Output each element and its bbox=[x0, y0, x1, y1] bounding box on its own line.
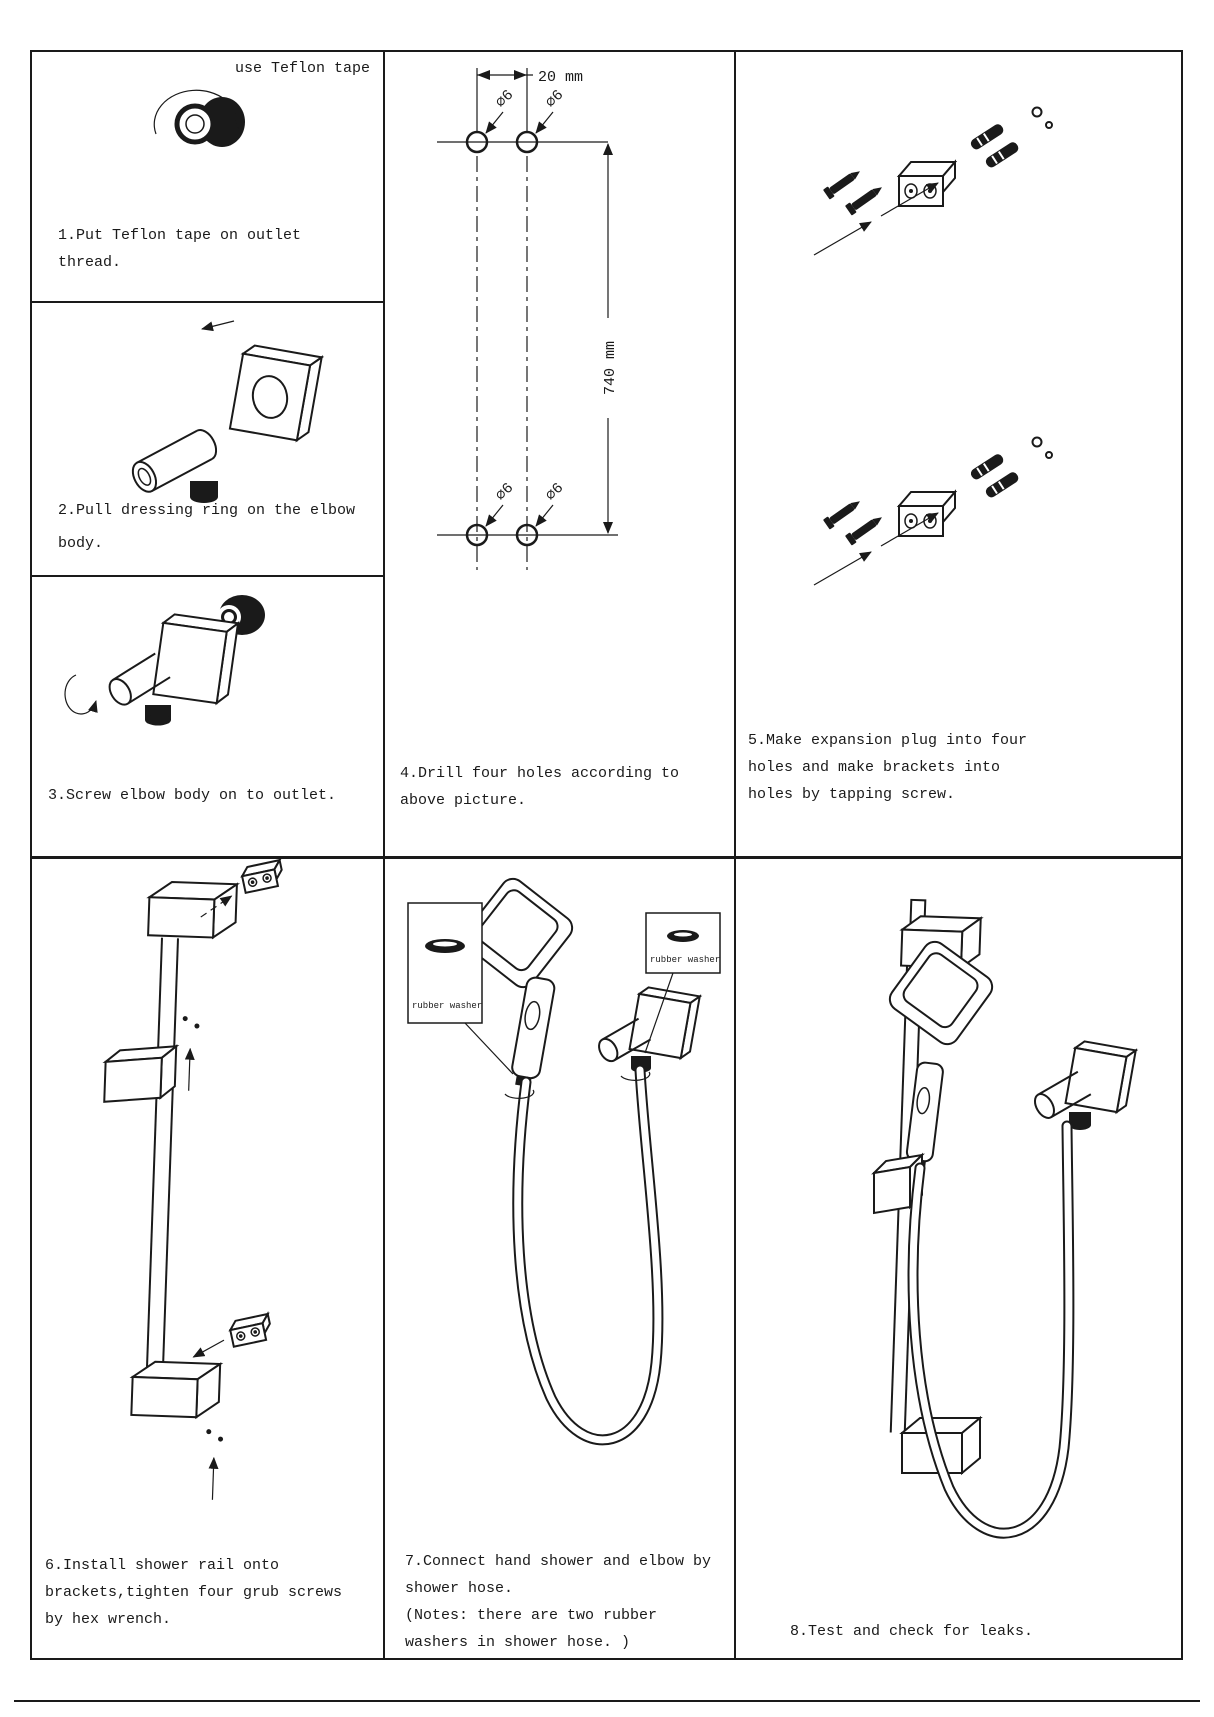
grub-screw-dot bbox=[206, 1429, 212, 1435]
width-dimension: 20 mm bbox=[476, 68, 583, 132]
insert-arrow bbox=[813, 221, 872, 256]
grub-screw-dot bbox=[194, 1023, 200, 1029]
grub-screw-dot bbox=[182, 1016, 188, 1022]
elbow-cylinder bbox=[108, 652, 171, 706]
hardware-kit-group bbox=[813, 106, 1053, 256]
up-arrow bbox=[184, 1047, 195, 1091]
step8-caption: 8.Test and check for leaks. bbox=[790, 1623, 1034, 1640]
rail-slider bbox=[102, 1044, 180, 1103]
cell1-divider bbox=[30, 301, 383, 303]
dim-height-label: 740 mm bbox=[602, 341, 619, 395]
swivel-arrow bbox=[504, 1089, 535, 1099]
hand-shower-head bbox=[888, 940, 994, 1046]
step2-caption: 2.Pull dressing ring on the elbow body. bbox=[58, 502, 356, 552]
washer-label-right: rubber washer bbox=[650, 955, 720, 965]
threaded-outlet bbox=[145, 705, 171, 726]
washer-callout-right: rubber washer bbox=[644, 912, 721, 1054]
page-bottom-rule bbox=[14, 1700, 1200, 1702]
wall-bracket bbox=[228, 1311, 271, 1348]
hole-label-3: ∅6 bbox=[493, 480, 518, 505]
wall-elbow-body bbox=[1033, 1070, 1092, 1119]
elbow-body bbox=[131, 429, 218, 503]
hand-shower-handle bbox=[905, 1061, 944, 1171]
grid-vertical-divider-2 bbox=[734, 50, 736, 1658]
shower-rail bbox=[102, 857, 283, 1500]
bracket-arrow bbox=[200, 895, 233, 918]
step3-caption: 3.Screw elbow body on to outlet. bbox=[48, 787, 337, 804]
tapping-screw bbox=[845, 187, 882, 216]
step3-illustration bbox=[64, 595, 265, 726]
washer-callout-left: rubber washer bbox=[407, 902, 514, 1075]
screw-rotation-arrow bbox=[64, 674, 98, 715]
grub-screw-dot bbox=[218, 1436, 224, 1442]
grid-vertical-divider-1 bbox=[383, 50, 385, 1658]
bracket-arrow bbox=[192, 1339, 225, 1358]
hole-label-4: ∅6 bbox=[543, 480, 568, 505]
height-dimension: 740 mm bbox=[602, 143, 619, 534]
tapping-screw bbox=[823, 171, 860, 200]
wall-bracket bbox=[240, 857, 283, 895]
screw-end bbox=[1031, 106, 1043, 118]
step4-drill-template: 20 mm ∅6 ∅6 740 mm ∅6 ∅6 bbox=[437, 68, 619, 570]
swivel-arrow bbox=[620, 1071, 651, 1081]
bracket-block bbox=[896, 159, 958, 207]
cell2-divider bbox=[30, 575, 383, 577]
step5-caption: 5.Make expansion plug into four holes an… bbox=[748, 732, 1028, 803]
step7-illustration: rubber washer rubber washer bbox=[407, 877, 721, 1446]
expansion-plug bbox=[985, 142, 1019, 168]
wall-elbow-plate bbox=[1064, 1040, 1139, 1115]
grid-outer-border bbox=[30, 50, 1183, 1660]
teflon-tape-note: use Teflon tape bbox=[235, 60, 371, 77]
insert-arrow bbox=[880, 182, 939, 217]
rail-bottom-cap bbox=[129, 1360, 224, 1420]
step1-illustration bbox=[153, 89, 245, 147]
elbow-on-plate bbox=[152, 613, 241, 706]
rotation-arc-arrow bbox=[153, 89, 245, 135]
step2-illustration bbox=[131, 320, 325, 503]
step6-illustration bbox=[102, 857, 283, 1500]
hand-shower-handle bbox=[511, 976, 556, 1088]
expansion-plug bbox=[970, 124, 1004, 150]
step8-illustration bbox=[871, 898, 1139, 1539]
grid-row-divider bbox=[30, 856, 1181, 859]
shower-hose bbox=[512, 1064, 664, 1446]
outlet-fitting-with-tape bbox=[174, 97, 245, 147]
step6-caption: 6.Install shower rail onto brackets,tigh… bbox=[45, 1557, 343, 1628]
wall-elbow-outlet bbox=[1069, 1112, 1091, 1130]
rail-top-cap bbox=[146, 881, 241, 940]
hand-shower-head bbox=[462, 877, 574, 989]
step1-caption: 1.Put Teflon tape on outlet thread. bbox=[58, 227, 302, 271]
up-arrow bbox=[208, 1456, 219, 1500]
step7-caption: 7.Connect hand shower and elbow by showe… bbox=[405, 1553, 712, 1651]
step5-illustration bbox=[813, 106, 1053, 586]
hardware-kit-group bbox=[813, 436, 1053, 586]
step4-caption: 4.Drill four holes according to above pi… bbox=[400, 765, 680, 809]
hole-label-2: ∅6 bbox=[543, 87, 568, 112]
dim-width-label: 20 mm bbox=[538, 69, 583, 86]
wall-elbow-body bbox=[598, 1017, 652, 1063]
direction-arrow bbox=[201, 320, 235, 332]
dressing-ring-plate bbox=[228, 344, 325, 443]
screw-end bbox=[1045, 121, 1053, 129]
washer-label-left: rubber washer bbox=[412, 1001, 482, 1011]
hole-label-1: ∅6 bbox=[493, 87, 518, 112]
